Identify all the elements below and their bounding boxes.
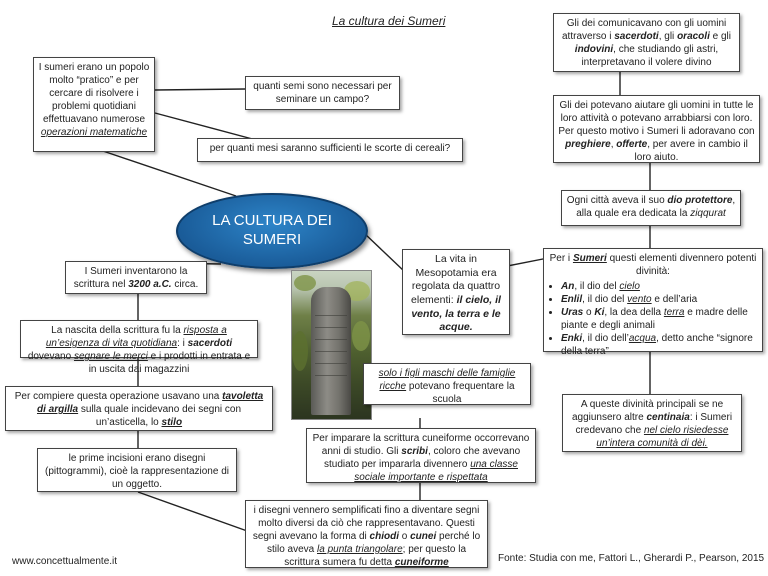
footer-website: www.concettualmente.it xyxy=(12,556,118,567)
stele-icon xyxy=(311,287,351,415)
box-mesopotamia: La vita in Mesopotamia era regolata da q… xyxy=(402,249,510,335)
box-cuneiforme: i disegni vennero semplificati fino a di… xyxy=(245,500,488,568)
box-dei-aiutare: Gli dei potevano aiutare gli uomini in t… xyxy=(553,95,760,163)
footer-source: Fonte: Studia con me, Fattori L., Gherar… xyxy=(498,553,765,564)
box-figli-maschi: solo i figli maschi delle famiglie ricch… xyxy=(363,363,531,405)
box-tavoletta: Per compiere questa operazione usavano u… xyxy=(5,386,273,431)
page-title: La cultura dei Sumeri xyxy=(332,14,446,28)
box-nascita-scrittura: La nascita della scrittura fu la rispost… xyxy=(20,320,258,375)
box-divinita: Per i Sumeri questi elementi divennero p… xyxy=(543,248,763,357)
box-dio-protettore: Ogni città aveva il suo dio protettore, … xyxy=(561,190,741,226)
box-mesi: per quanti mesi saranno sufficienti le s… xyxy=(197,138,463,162)
god-item-uras-ki: Uras o Ki, la dea della terra e madre de… xyxy=(561,306,759,332)
box-scribi: Per imparare la scrittura cuneiforme occ… xyxy=(306,428,536,483)
gods-list: An, il dio del cielo Enlil, il dio del v… xyxy=(547,280,759,358)
box-pittogrammi: le prime incisioni erano disegni (pittog… xyxy=(37,448,237,492)
box-centinaia: A queste divinità principali se ne aggiu… xyxy=(562,394,742,452)
god-item-an: An, il dio del cielo xyxy=(561,280,759,293)
box-popolo-pratico: I sumeri erano un popolo molto “pratico”… xyxy=(33,57,155,152)
box-dei-comunicavano: Gli dei comunicavano con gli uomini attr… xyxy=(553,13,740,72)
central-topic: LA CULTURA DEI SUMERI xyxy=(176,193,368,269)
god-item-enlil: Enlil, il dio del vento e dell’aria xyxy=(561,293,759,306)
box-3200-ac: I Sumeri inventarono la scrittura nel 32… xyxy=(65,261,207,294)
box-semi: quanti semi sono necessari per seminare … xyxy=(245,76,400,110)
god-item-enki: Enki, il dio dell’acqua, detto anche “si… xyxy=(561,332,759,358)
stele-photo xyxy=(291,270,372,420)
